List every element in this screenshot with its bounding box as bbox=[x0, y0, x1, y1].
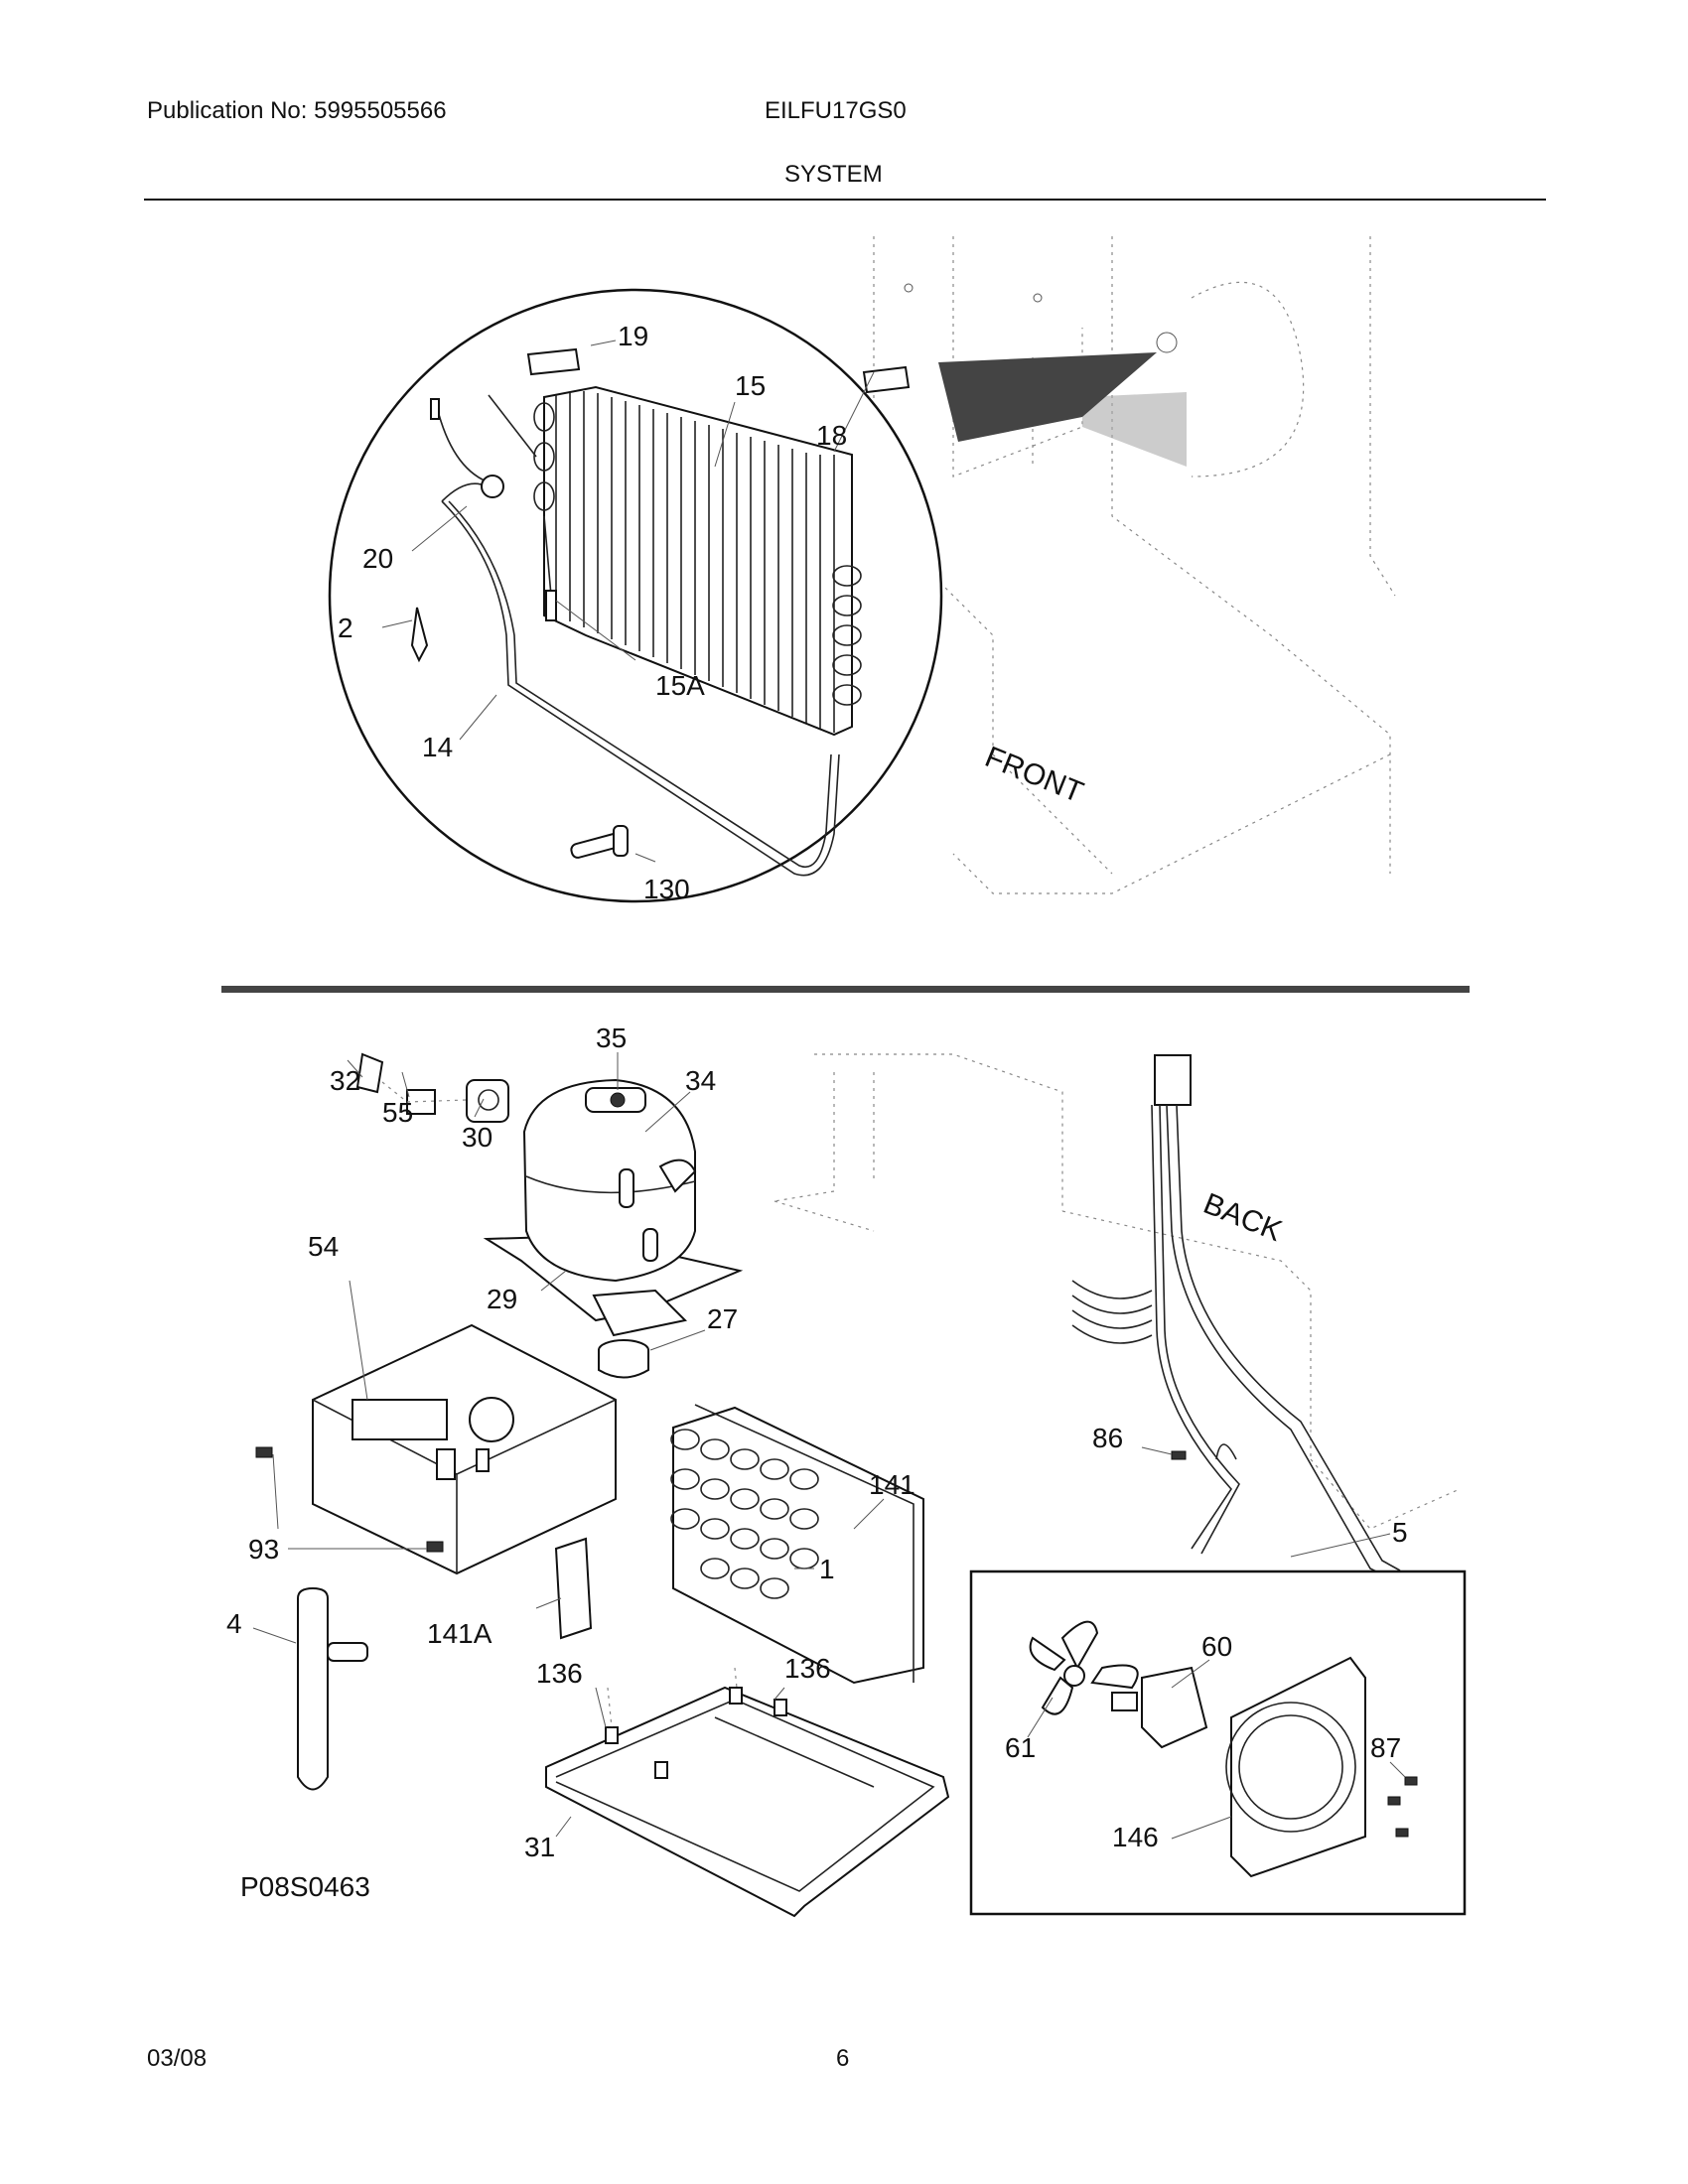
clip-2 bbox=[410, 607, 429, 663]
orientation-back: BACK bbox=[1198, 1187, 1286, 1248]
callout-136-right: 136 bbox=[784, 1653, 831, 1684]
leader-lines-top bbox=[381, 340, 875, 863]
callout-60: 60 bbox=[1201, 1631, 1232, 1662]
drain-plug-130 bbox=[570, 825, 629, 859]
footer-date: 03/08 bbox=[147, 2045, 208, 2072]
header-rule bbox=[144, 199, 1546, 201]
control-box bbox=[312, 1323, 617, 1575]
callout-31: 31 bbox=[524, 1832, 555, 1862]
screws-87 bbox=[1387, 1776, 1418, 1838]
callout-1: 1 bbox=[819, 1554, 835, 1584]
callout-141a: 141A bbox=[427, 1618, 492, 1649]
condenser-tray bbox=[545, 1667, 950, 1918]
evaporator-cavity-shade bbox=[1082, 392, 1187, 467]
cabinet-outline bbox=[873, 236, 1396, 894]
callout-27: 27 bbox=[707, 1303, 738, 1334]
drain-tube bbox=[441, 500, 840, 877]
callout-14: 14 bbox=[422, 732, 453, 762]
sensor-15a bbox=[543, 515, 552, 597]
callout-54: 54 bbox=[308, 1231, 339, 1262]
callout-34: 34 bbox=[685, 1065, 716, 1096]
ground-screw-86 bbox=[1141, 1443, 1237, 1460]
callout-35: 35 bbox=[596, 1023, 627, 1053]
callout-86: 86 bbox=[1092, 1423, 1123, 1453]
callout-87: 87 bbox=[1370, 1732, 1401, 1763]
section-divider bbox=[221, 986, 1470, 993]
callout-141: 141 bbox=[869, 1469, 915, 1500]
compressor bbox=[483, 1078, 744, 1337]
condenser bbox=[554, 1404, 924, 1685]
screws-93 bbox=[255, 1446, 444, 1553]
callout-2: 2 bbox=[338, 613, 353, 643]
callout-130: 130 bbox=[643, 874, 690, 904]
fan-shroud bbox=[1225, 1656, 1366, 1878]
callout-30: 30 bbox=[462, 1122, 492, 1153]
power-cord bbox=[1071, 1054, 1432, 1650]
defrost-thermostat bbox=[430, 394, 537, 502]
callout-29: 29 bbox=[487, 1284, 517, 1314]
callout-18: 18 bbox=[816, 420, 847, 451]
publication-number: Publication No: 5995505566 bbox=[147, 97, 447, 124]
callout-55: 55 bbox=[382, 1097, 413, 1128]
callout-19: 19 bbox=[618, 321, 648, 351]
page-number: 6 bbox=[836, 2045, 850, 2072]
filter-drier bbox=[297, 1586, 368, 1791]
fan-blade bbox=[1029, 1620, 1139, 1715]
relay-overload bbox=[355, 1052, 509, 1123]
callout-20: 20 bbox=[362, 543, 393, 574]
fan-motor bbox=[1111, 1666, 1208, 1749]
section-title: SYSTEM bbox=[784, 161, 883, 188]
orientation-front: FRONT bbox=[980, 741, 1087, 809]
callout-4: 4 bbox=[226, 1608, 242, 1639]
callout-93: 93 bbox=[248, 1534, 279, 1565]
callout-5: 5 bbox=[1392, 1517, 1408, 1548]
callout-32: 32 bbox=[330, 1065, 360, 1096]
model-number: EILFU17GS0 bbox=[765, 97, 907, 124]
callout-15: 15 bbox=[735, 370, 766, 401]
insulator-block-19 bbox=[526, 347, 581, 376]
fan-detail-box bbox=[969, 1570, 1467, 1916]
evaporator-cavity-connector bbox=[938, 352, 1157, 442]
callout-136-left: 136 bbox=[536, 1658, 583, 1689]
back-cabinet-outline bbox=[774, 1053, 1461, 1530]
callout-146: 146 bbox=[1112, 1822, 1159, 1852]
leader-lines-bottom bbox=[252, 1052, 1406, 1840]
figure-code: P08S0463 bbox=[240, 1871, 370, 1902]
grommet-27 bbox=[598, 1339, 649, 1379]
callout-15a: 15A bbox=[655, 670, 705, 701]
insulator-block-18 bbox=[862, 365, 911, 394]
callout-61: 61 bbox=[1005, 1732, 1036, 1763]
